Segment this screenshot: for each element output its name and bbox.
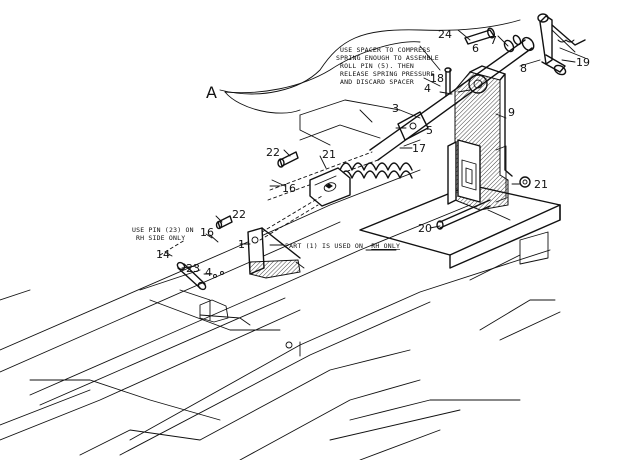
note-mid-suffix: RH ONLY [371, 242, 400, 250]
note-top-line-4: RELEASE SPRING PRESSURE [340, 70, 435, 78]
callout-8: 8 [520, 62, 527, 75]
note-top-line-1: USE SPACER TO COMPRESS [340, 46, 431, 54]
leader-lines [164, 19, 576, 275]
pivot-bracket [447, 65, 513, 211]
callout-2: 21 [322, 148, 336, 161]
callout-4b: 4 [205, 266, 212, 279]
note-pin23: USE PIN (23) ON RH SIDE ONLY [132, 226, 194, 242]
callout-20: 20 [418, 222, 432, 235]
note-top-line-2: SPRING ENOUGH TO ASSEMBLE [336, 54, 439, 62]
callout-16a: 16 [282, 182, 296, 195]
compression-spring [339, 162, 413, 179]
clevis-yoke [309, 167, 351, 207]
callout-18: 18 [430, 72, 444, 85]
callout-23: 23 [186, 262, 200, 275]
note-top-line-5: AND DISCARD SPACER [340, 78, 414, 86]
callout-19: 19 [576, 56, 590, 69]
callout-14: 14 [156, 248, 170, 261]
shaft-collar [397, 111, 429, 147]
note-mid-prefix: PART (1) IS USED ON [285, 242, 363, 250]
callout-24: 24 [438, 28, 452, 41]
callout-9: 9 [508, 106, 515, 119]
callout-5: 5 [426, 124, 433, 137]
note-left-line-1: USE PIN (23) ON [132, 226, 194, 234]
callout-6: 6 [472, 42, 479, 55]
frame-structure [0, 99, 561, 460]
note-left-line-2: RH SIDE ONLY [136, 234, 185, 242]
callout-17: 17 [412, 142, 426, 155]
callout-1: 1 [238, 238, 245, 251]
callout-3: 3 [392, 102, 399, 115]
note-spacer: USE SPACER TO COMPRESS SPRING ENOUGH TO … [336, 46, 439, 86]
callout-22b: 22 [232, 208, 246, 221]
callout-4a: 4 [424, 82, 431, 95]
note-part1: PART (1) IS USED ON RH ONLY [285, 242, 400, 251]
callout-A: A [206, 83, 217, 102]
callout-16b: 16 [200, 226, 214, 239]
callout-22a: 22 [266, 146, 280, 159]
callout-7: 7 [490, 34, 497, 47]
lever-arm [247, 195, 323, 279]
callout-labels: A 1 21 3 4 4 5 6 7 8 9 14 16 16 17 18 19… [156, 28, 590, 279]
note-top-line-3: ROLL PIN (5). THEN [340, 62, 414, 70]
note-mid: PART (1) IS USED ON RH ONLY [285, 242, 400, 250]
support-beam [359, 184, 561, 269]
crank-handle [464, 13, 586, 76]
hardware-pins [159, 67, 531, 278]
callout-21a: 21 [534, 178, 548, 191]
